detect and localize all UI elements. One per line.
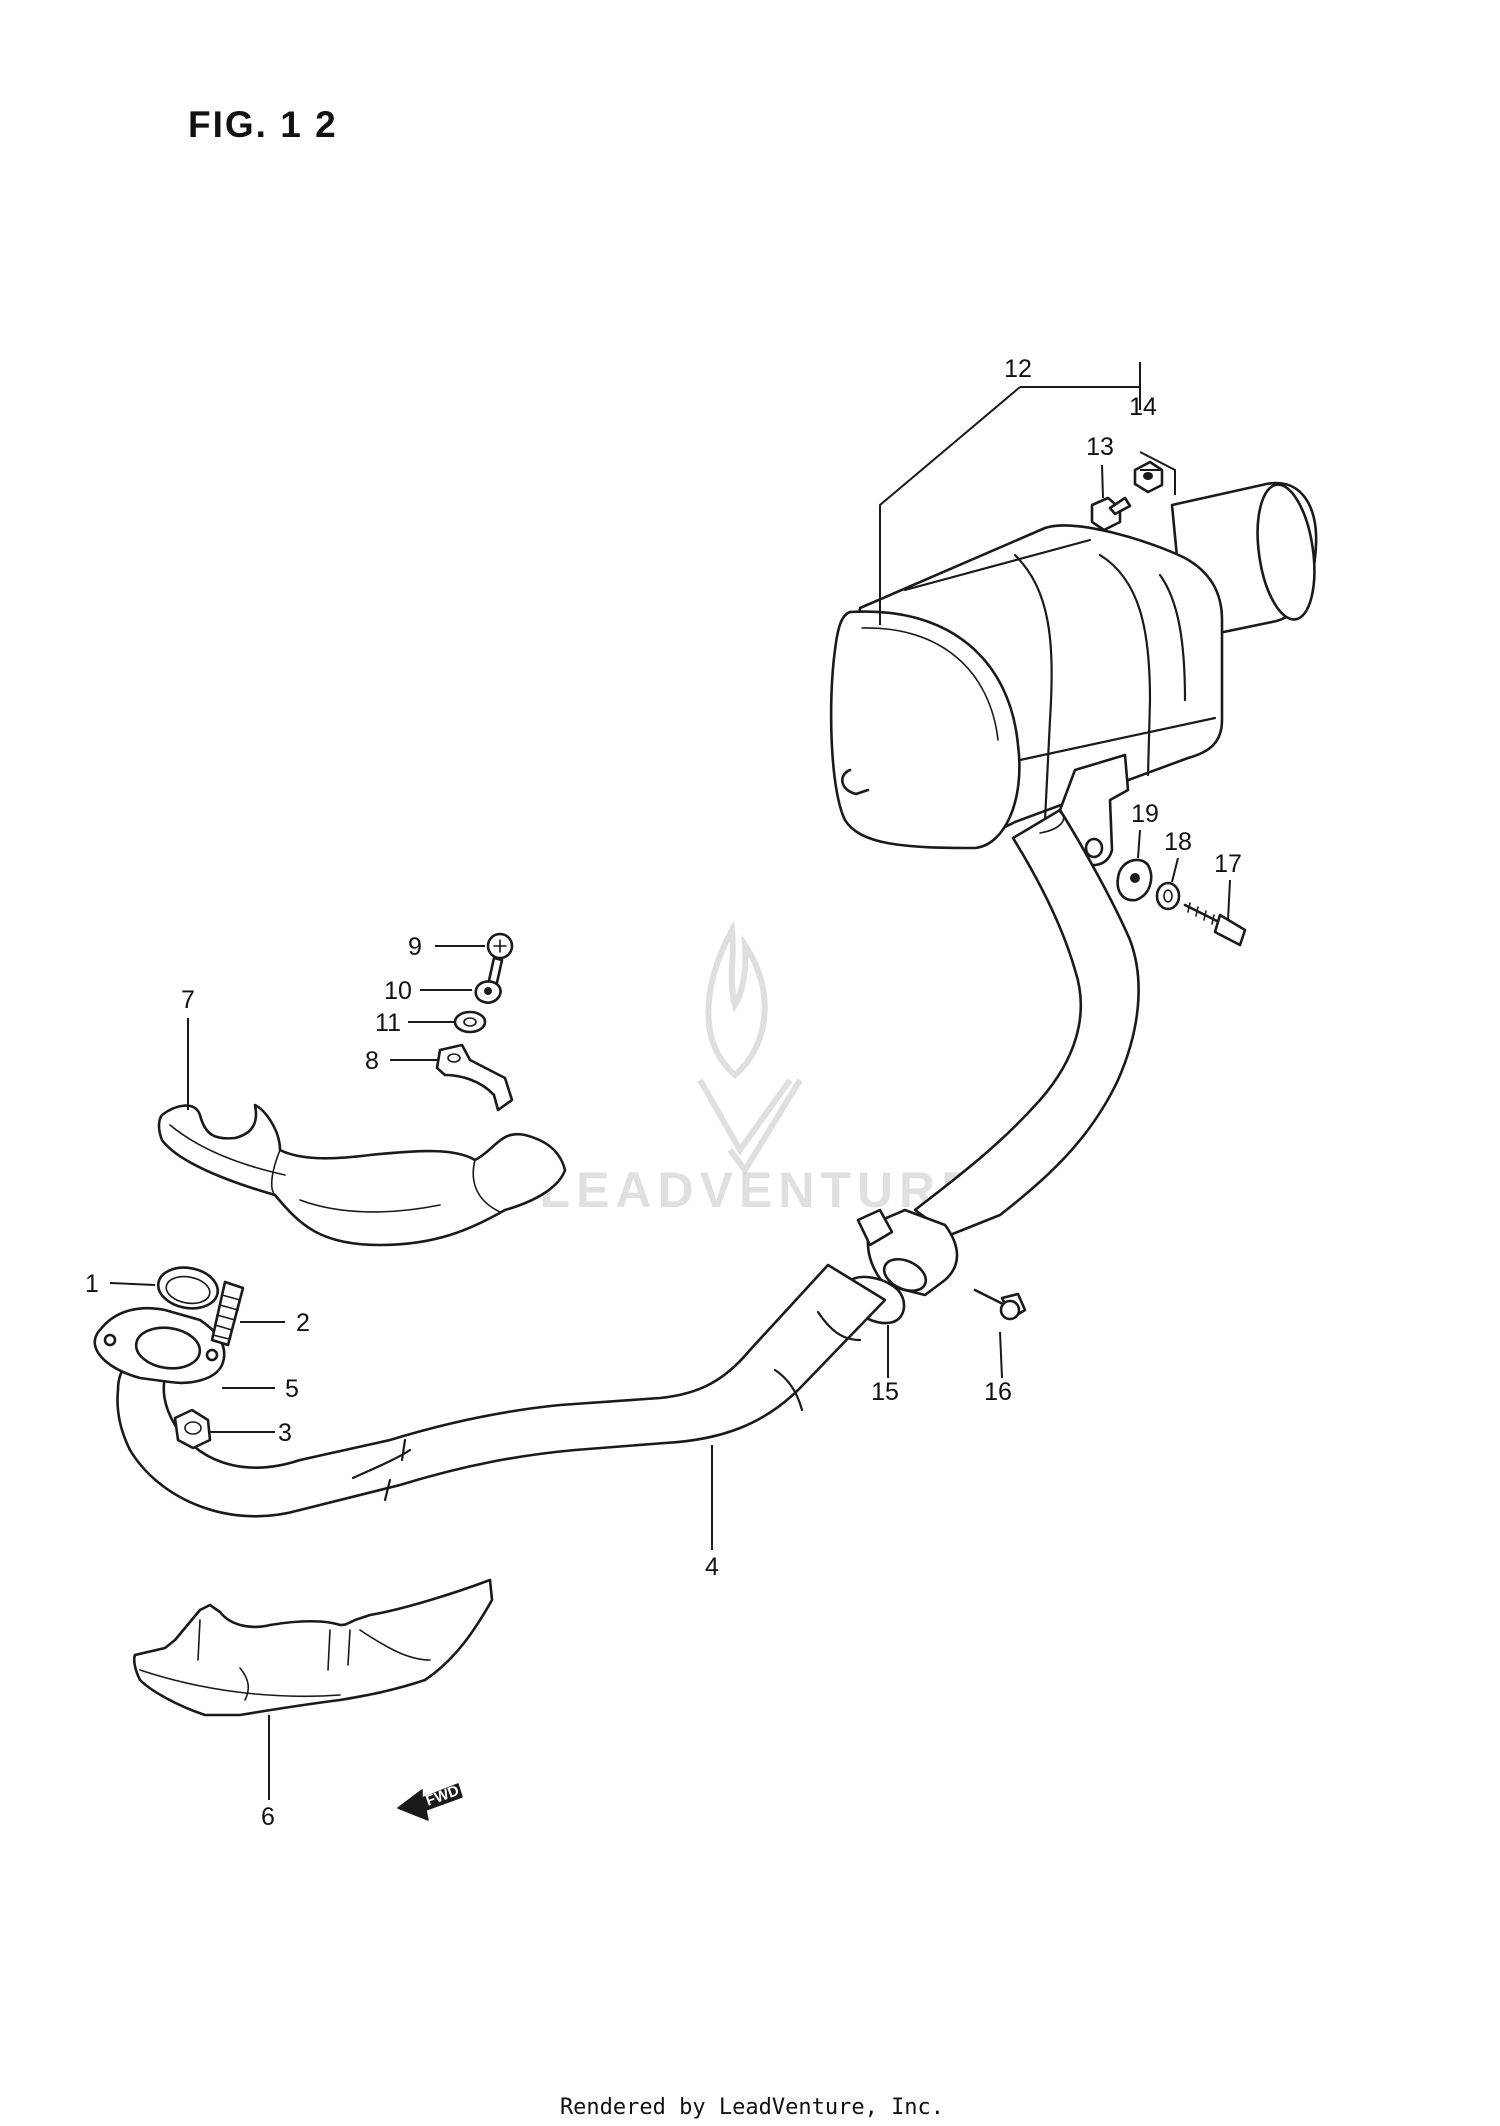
callout-18: 18 xyxy=(1164,828,1192,856)
callout-10: 10 xyxy=(384,977,412,1005)
fwd-label: FWD xyxy=(424,1782,462,1810)
gasket-1 xyxy=(156,1266,220,1310)
callout-9: 9 xyxy=(408,933,422,961)
callout-14: 14 xyxy=(1129,393,1157,421)
callout-5: 5 xyxy=(285,1375,299,1403)
screw-9 xyxy=(486,932,514,989)
callout-17: 17 xyxy=(1214,850,1242,878)
footer-credit: Rendered by LeadVenture, Inc. xyxy=(560,2095,944,2120)
callout-6: 6 xyxy=(261,1803,275,1831)
callout-4: 4 xyxy=(705,1553,719,1581)
callout-1: 1 xyxy=(85,1270,99,1298)
bolt-16 xyxy=(973,1288,1027,1321)
pipe-clamp xyxy=(856,1208,959,1297)
nut-14 xyxy=(1133,460,1164,494)
callout-7: 7 xyxy=(181,986,195,1014)
exhaust-flange xyxy=(93,1306,226,1385)
rear-connecting-pipe xyxy=(913,808,1140,1237)
callout-19: 19 xyxy=(1131,800,1159,828)
washer-19 xyxy=(1116,858,1153,902)
callout-11: 11 xyxy=(375,1009,401,1037)
callout-16: 16 xyxy=(984,1378,1012,1406)
figure-title: FIG. 1 2 xyxy=(188,104,338,145)
watermark-brand: LEADVENTURE xyxy=(539,1162,980,1218)
bolt-13 xyxy=(1090,496,1132,532)
washer-11 xyxy=(453,1010,487,1034)
leader-lines xyxy=(109,362,1231,1800)
callout-2: 2 xyxy=(296,1309,310,1337)
callout-13: 13 xyxy=(1086,433,1114,461)
lower-heat-shield xyxy=(132,1578,494,1717)
callout-8: 8 xyxy=(365,1047,379,1075)
nut-3 xyxy=(173,1408,212,1450)
upper-heat-shield xyxy=(157,1103,567,1247)
fwd-arrow: FWD xyxy=(397,1782,463,1821)
callout-3: 3 xyxy=(278,1419,292,1447)
shield-clamp xyxy=(435,1043,514,1112)
leadventure-watermark: LEADVENTURE xyxy=(539,920,980,1218)
callout-12: 12 xyxy=(1004,355,1032,383)
muffler xyxy=(829,481,1318,867)
callout-labels: 12 14 13 19 18 17 7 9 10 11 8 1 2 5 3 15… xyxy=(85,355,1242,1831)
bolt-17 xyxy=(1183,902,1247,947)
nut-18 xyxy=(1155,881,1181,911)
stud-2 xyxy=(210,1280,245,1347)
washer-10 xyxy=(474,980,502,1004)
callout-15: 15 xyxy=(871,1378,899,1406)
